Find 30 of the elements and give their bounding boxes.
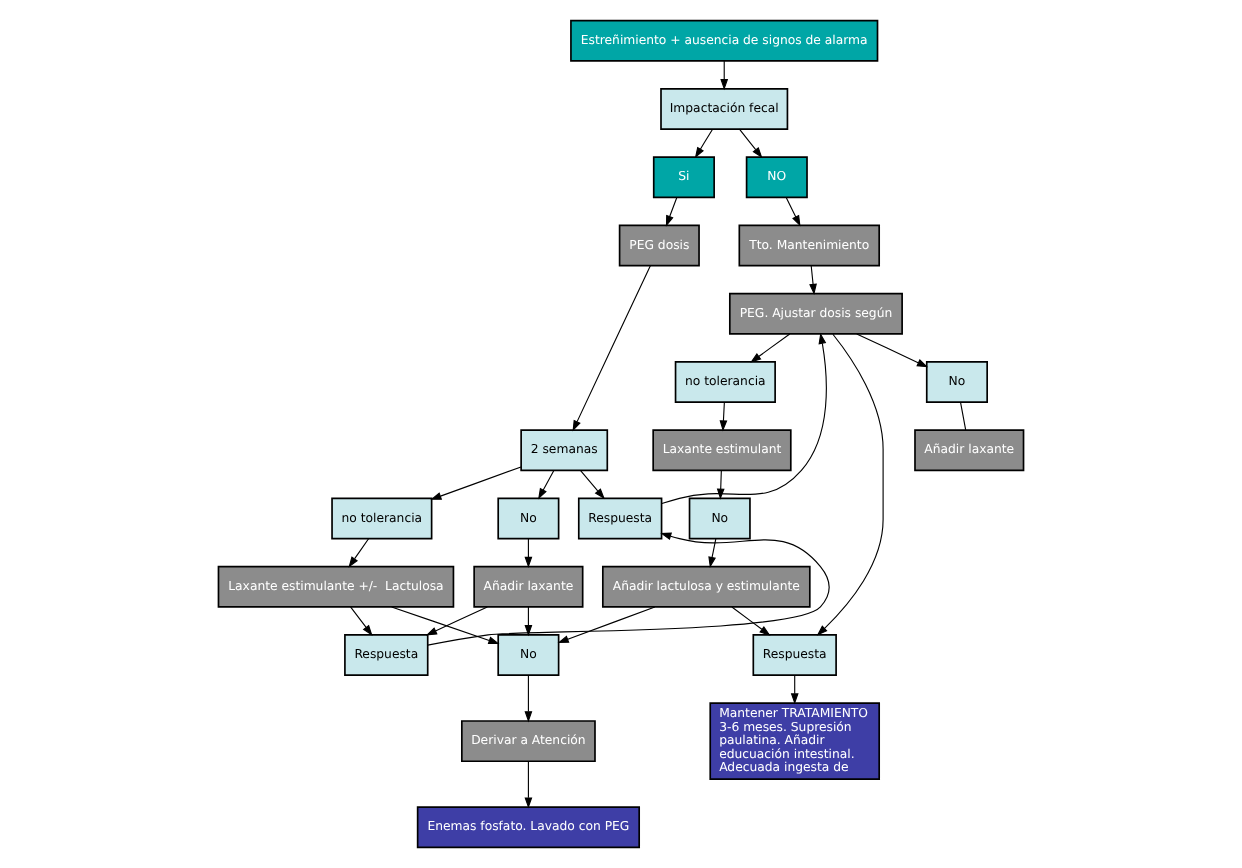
- arrow: [348, 538, 370, 568]
- arrow: [557, 606, 656, 644]
- arrow: [430, 466, 522, 500]
- arrow: [349, 606, 373, 636]
- arrow: [427, 532, 830, 646]
- arrow: [716, 469, 725, 500]
- arrow: [731, 606, 771, 636]
- arrow: [524, 606, 533, 637]
- arrow: [719, 401, 728, 432]
- arrow: [661, 332, 827, 505]
- arrow: [524, 760, 533, 809]
- arrow: [809, 265, 817, 295]
- arrow: [816, 333, 884, 636]
- arrow: [572, 265, 651, 432]
- arrow: [665, 196, 678, 227]
- arrow: [750, 333, 791, 363]
- arrow: [856, 333, 929, 368]
- arrow: [694, 128, 714, 159]
- arrow: [524, 538, 533, 569]
- arrow: [720, 60, 729, 91]
- arrow: [738, 128, 763, 159]
- arrow: [538, 469, 555, 500]
- arrow: [425, 606, 488, 636]
- arrow: [391, 606, 500, 645]
- arrow: [790, 674, 799, 705]
- arrow: [579, 469, 605, 500]
- arrow: [524, 674, 533, 723]
- arrow: [785, 196, 801, 227]
- arrow: [708, 538, 717, 568]
- connector: [959, 401, 967, 431]
